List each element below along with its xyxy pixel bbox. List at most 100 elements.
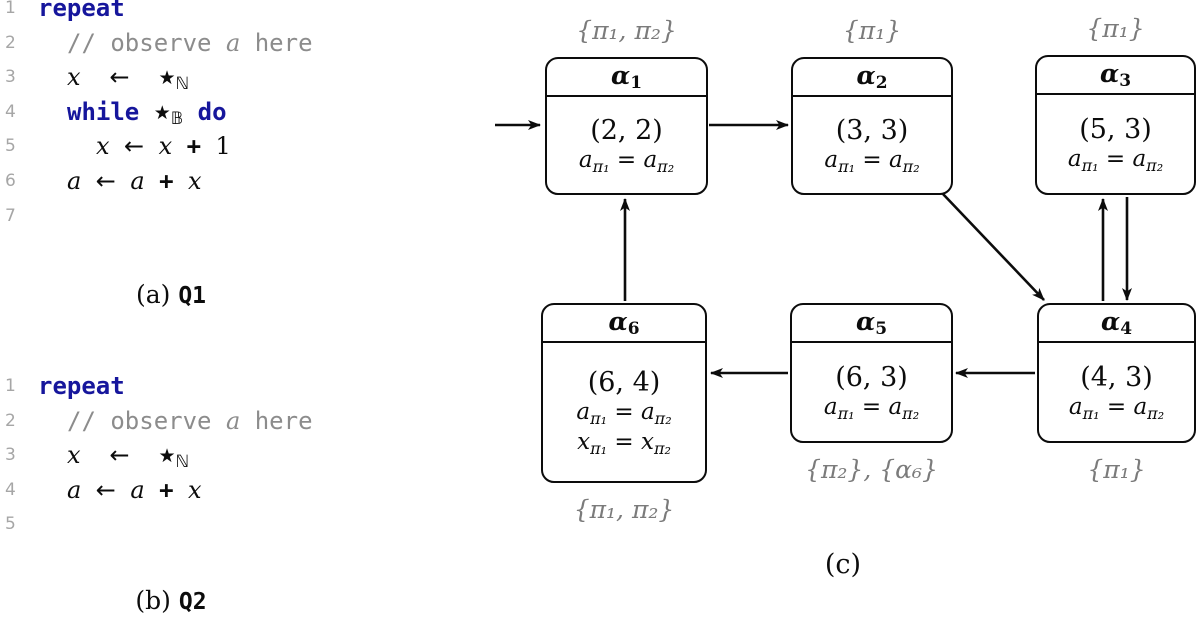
code-line: 3 x ← ★ℕ: [0, 438, 460, 473]
node-annotation-alpha3: {π₁}: [1086, 14, 1145, 43]
node-constraint: aπ₁ = aπ₂: [576, 399, 671, 428]
node-constraint: aπ₁ = aπ₂: [824, 147, 919, 176]
code-segment: ←: [109, 63, 130, 92]
code-segment: =: [609, 146, 644, 173]
code-segment: π₂: [1147, 403, 1165, 423]
edge-alpha2-alpha4: [942, 193, 1045, 301]
node-body: (5, 3)aπ₁ = aπ₂: [1037, 95, 1194, 193]
code-segment: π₁: [590, 408, 608, 428]
line-number: 4: [5, 101, 16, 122]
code-line: 1 repeat: [0, 369, 460, 404]
code-line: 6 a ← a + x: [0, 164, 460, 199]
code-line: 4 while ★𝔹 do: [0, 95, 460, 130]
code-segment: a: [1132, 145, 1147, 172]
node-title: α6: [543, 305, 705, 343]
code-segment: a: [578, 146, 593, 173]
code-segment: +: [159, 475, 174, 504]
line-number: 2: [5, 410, 16, 431]
line-number: 6: [5, 170, 16, 191]
code-segment: π₁: [1081, 155, 1099, 175]
code-segment: x: [67, 63, 81, 92]
state-node-alpha1: α1(2, 2)aπ₁ = aπ₂: [545, 57, 708, 195]
code-segment: x: [158, 132, 173, 161]
code-segment: // observe: [67, 28, 226, 57]
node-title: α3: [1037, 57, 1194, 95]
code-text: // observe a here: [38, 26, 313, 61]
code-segment: a: [67, 166, 82, 195]
code-segment: x: [96, 132, 110, 161]
code-segment: π₂: [657, 156, 675, 176]
line-number: 4: [5, 479, 16, 500]
line-number: 1: [5, 0, 16, 18]
code-segment: ℕ: [175, 452, 190, 473]
node-location-pair: (6, 3): [835, 361, 908, 393]
code-segment: a: [130, 166, 145, 195]
code-segment: a: [225, 28, 241, 57]
code-segment: a: [643, 146, 658, 173]
line-number: 5: [5, 514, 16, 535]
code-segment: here: [240, 28, 313, 57]
code-segment: π₁: [592, 156, 610, 176]
code-segment: ←: [95, 475, 116, 504]
code-segment: a: [888, 146, 903, 173]
code-segment: a: [67, 475, 82, 504]
node-title: α1: [547, 59, 706, 97]
code-line: 2// observe a here: [0, 26, 460, 61]
code-segment: ←: [109, 441, 130, 470]
caption-q1: (a) Q1: [136, 280, 206, 309]
code-line: 1 repeat: [0, 0, 460, 26]
code-segment: π₁: [838, 156, 856, 176]
line-number: 5: [5, 136, 16, 157]
code-segment: +: [159, 166, 174, 195]
line-number: 1: [5, 376, 16, 396]
code-segment: 𝔹: [170, 108, 184, 129]
node-annotation-alpha4: {π₁}: [1087, 455, 1146, 484]
code-text: x ← x + 1: [38, 129, 231, 164]
code-line: 5 x ← x + 1: [0, 129, 460, 164]
code-text: while ★𝔹 do: [38, 95, 227, 130]
code-segment: a: [823, 393, 838, 420]
code-segment: a: [576, 398, 591, 425]
code-segment: repeat: [38, 372, 125, 400]
node-annotation-alpha1: {π₁, π₂}: [576, 16, 677, 45]
code-text: x ← ★ℕ: [38, 438, 189, 473]
code-text: repeat: [38, 369, 125, 404]
code-segment: x: [188, 475, 202, 504]
node-title: α2: [793, 59, 951, 97]
state-node-alpha4: α4(4, 3)aπ₁ = aπ₂: [1037, 303, 1196, 443]
code-segment: =: [607, 398, 641, 425]
node-constraint: aπ₁ = aπ₂: [1069, 394, 1164, 423]
code-text: a ← a + x: [38, 164, 202, 199]
line-number: 3: [5, 445, 16, 466]
node-location-pair: (4, 3): [1080, 361, 1153, 393]
code-segment: do: [197, 97, 227, 126]
code-segment: a: [824, 146, 839, 173]
code-segment: while: [67, 97, 140, 126]
code-segment: a: [130, 475, 145, 504]
code-segment: +: [186, 132, 202, 161]
node-location-pair: (3, 3): [835, 114, 909, 146]
line-number: 3: [5, 67, 16, 88]
code-text: repeat: [38, 0, 125, 26]
caption-q1-prefix: (a): [135, 280, 171, 309]
code-segment: ★: [153, 101, 171, 124]
node-location-pair: (2, 2): [590, 114, 663, 146]
code-segment: =: [1099, 393, 1134, 420]
code-segment: =: [855, 146, 889, 173]
node-annotation-alpha5: {π₂}, {α₆}: [805, 455, 938, 484]
code-segment: =: [854, 393, 889, 420]
line-number: 7: [5, 205, 16, 226]
code-segment: π₁: [1082, 403, 1100, 423]
code-segment: π₂: [902, 403, 920, 423]
code-segment: π₂: [653, 438, 671, 458]
code-segment: a: [1133, 393, 1148, 420]
code-segment: =: [1098, 145, 1133, 172]
